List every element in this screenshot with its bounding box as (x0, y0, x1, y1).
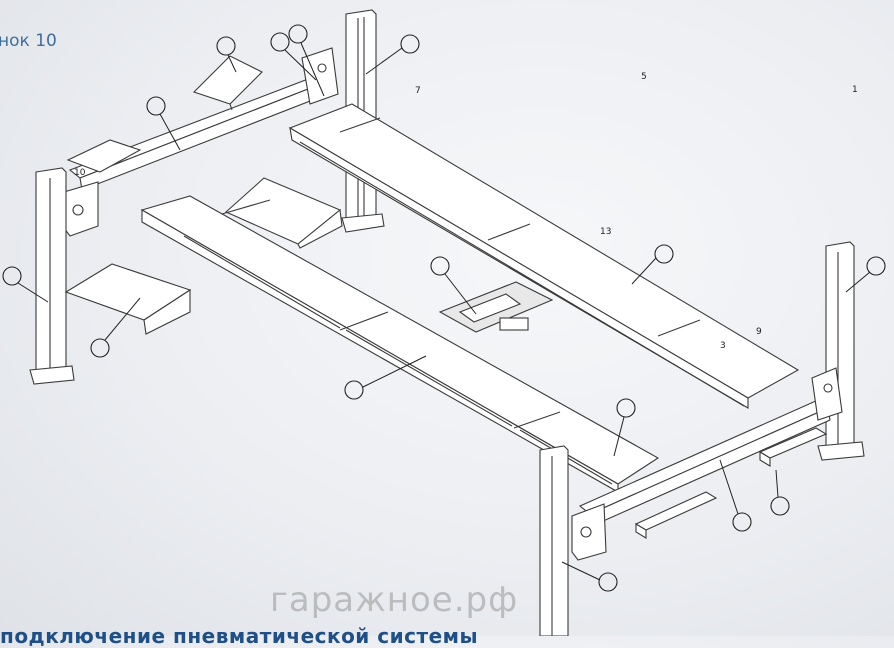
runway-right (288, 103, 800, 409)
label-9: 9 (756, 327, 762, 337)
label-3: 3 (720, 341, 726, 351)
drip-tray-front-right (758, 427, 828, 467)
section-heading: подключение пневматической системы (0, 624, 479, 648)
column-front-center (539, 445, 569, 636)
wheel-stop-rear-left (66, 139, 142, 173)
approach-ramp-center (224, 177, 343, 249)
watermark: гаражное.рф (270, 580, 519, 620)
label-5: 5 (641, 72, 647, 82)
part-number-labels: 7 5 1 10 13 9 3 (74, 72, 858, 351)
label-7: 7 (415, 86, 421, 96)
label-13: 13 (600, 227, 611, 237)
label-1: 1 (852, 85, 858, 95)
label-10: 10 (74, 168, 86, 178)
cross-beam-front (571, 367, 843, 561)
column-front-right (817, 241, 865, 461)
drip-tray-front-left (634, 491, 718, 539)
sliding-jack (438, 281, 554, 333)
approach-ramp-left (64, 263, 192, 335)
column-front-left (29, 167, 75, 385)
figure-caption: нок 10 (0, 31, 57, 51)
callout-balloons (2, 24, 886, 592)
wheel-stop-rear-top (192, 55, 263, 111)
